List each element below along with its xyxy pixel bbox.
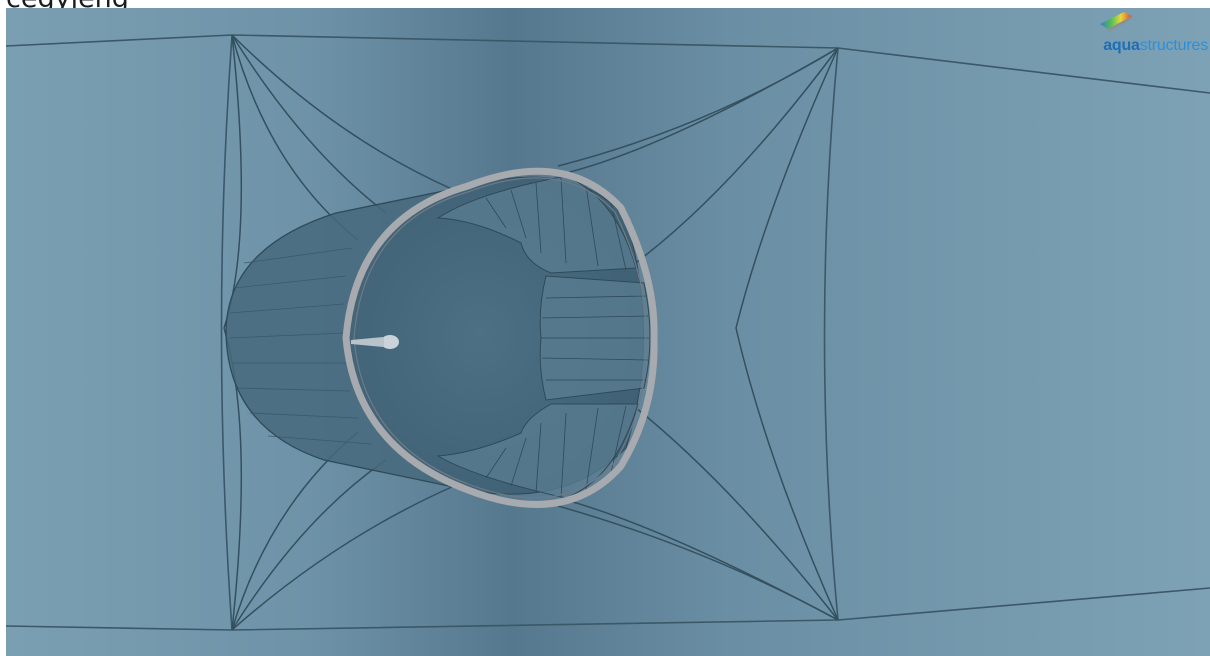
feed-buoy bbox=[381, 335, 399, 349]
aquastructures-logo-icon bbox=[1100, 12, 1132, 32]
grid-lines bbox=[6, 34, 1210, 631]
feed-pipe bbox=[351, 337, 384, 347]
logo-wordmark: aquastructures bbox=[1103, 37, 1208, 54]
aquastructures-logo: aquastructures bbox=[1098, 10, 1208, 56]
net-cage-render bbox=[6, 8, 1210, 656]
render-view: aquastructures bbox=[6, 8, 1210, 656]
floating-ring-inner-edge bbox=[353, 177, 647, 499]
cage-net-vertical-lines bbox=[229, 247, 373, 445]
floating-ring bbox=[342, 167, 658, 508]
inner-net-stripes bbox=[485, 177, 649, 499]
